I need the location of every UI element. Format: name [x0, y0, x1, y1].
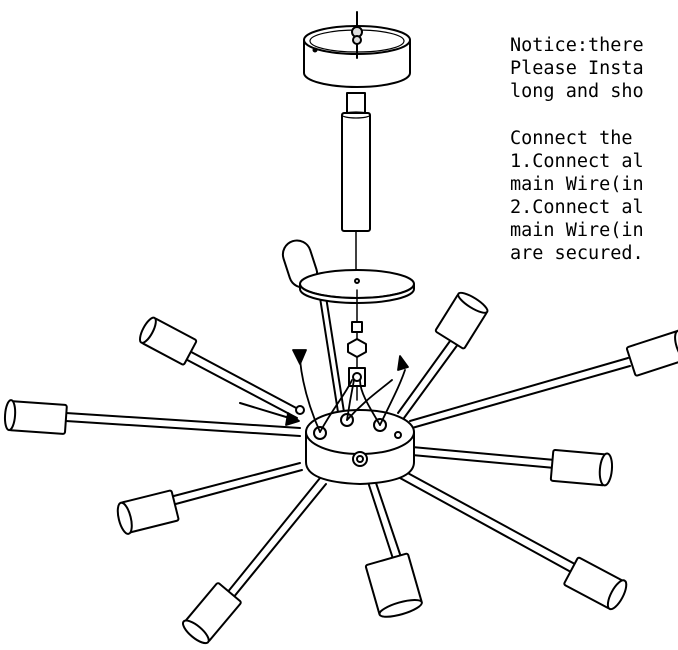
notice-line: Please Insta [510, 58, 644, 79]
connect-line: 2.Connect al [510, 197, 644, 218]
arms [65, 329, 631, 610]
notice-line: Notice:there [510, 35, 644, 56]
connect-line: are secured. [510, 243, 644, 264]
connect-line: main Wire(in [510, 174, 644, 195]
notice-line: long and sho [510, 81, 644, 102]
connect-line: 1.Connect al [510, 151, 644, 172]
connect-line: Connect the [510, 128, 633, 149]
socket-right [549, 448, 614, 487]
ceiling-canopy [303, 11, 411, 88]
rear-arms [317, 283, 345, 413]
canopy-plate [299, 269, 415, 304]
socket-lower-left [116, 489, 180, 535]
socket-upper-right [625, 329, 678, 377]
wires [239, 349, 409, 433]
socket-upper-mid-right [434, 291, 489, 350]
socket-bottom [364, 552, 423, 618]
connect-line: main Wire(in [510, 220, 644, 241]
socket-bottom-right [563, 556, 628, 611]
lamp-sockets [3, 291, 678, 645]
socket-upper-left [139, 316, 198, 366]
socket-left [3, 399, 68, 435]
central-hub [295, 405, 415, 485]
installation-notes: Notice:there Please Insta long and sho C… [510, 34, 678, 265]
down-rod [341, 92, 371, 281]
socket-bottom-left [182, 582, 242, 645]
